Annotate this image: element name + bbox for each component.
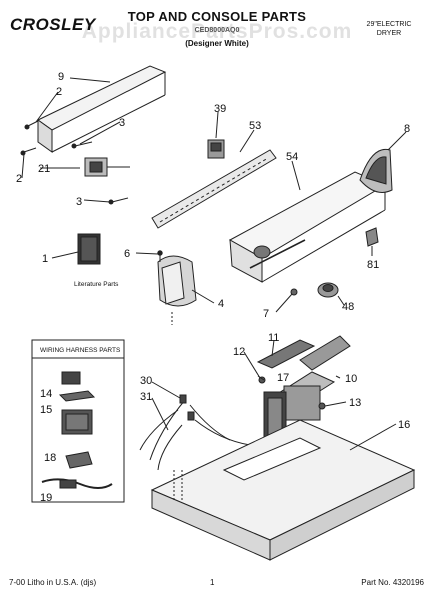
label-11: 11 bbox=[268, 332, 279, 344]
dryer-type-line1: 29"ELECTRIC bbox=[366, 21, 412, 28]
part-3-screw bbox=[108, 197, 129, 205]
part-11-door-panel bbox=[256, 339, 316, 369]
part-12-screw bbox=[258, 376, 266, 384]
label-6: 6 bbox=[124, 248, 130, 260]
part-16-top-panel bbox=[150, 419, 416, 561]
part-10-lint-housing bbox=[272, 335, 351, 421]
label-39: 39 bbox=[214, 103, 226, 115]
label-14: 14 bbox=[40, 388, 52, 400]
page-title: TOP AND CONSOLE PARTS bbox=[127, 9, 307, 24]
dryer-type-line2: DRYER bbox=[376, 30, 402, 37]
footer-page-number: 1 bbox=[210, 578, 215, 587]
dryer-type: 29"ELECTRIC DRYER bbox=[354, 20, 424, 38]
label-2b: 2 bbox=[16, 173, 22, 185]
part-48-knob bbox=[317, 282, 339, 298]
part-8-end-cap bbox=[359, 148, 393, 193]
label-15: 15 bbox=[40, 404, 52, 416]
part-3-screw bbox=[71, 141, 93, 149]
watermark: AppliancePartsPros.com bbox=[81, 20, 353, 43]
label-17: 17 bbox=[277, 372, 289, 384]
label-81: 81 bbox=[367, 259, 379, 271]
label-10: 10 bbox=[345, 373, 357, 385]
label-8: 8 bbox=[404, 123, 410, 135]
wiring-harness-box bbox=[31, 339, 125, 503]
part-7-screw bbox=[290, 288, 298, 296]
part-21-switch bbox=[84, 157, 130, 177]
label-54: 54 bbox=[286, 151, 298, 163]
label-19: 19 bbox=[40, 492, 52, 504]
label-3b: 3 bbox=[76, 196, 82, 208]
label-3a: 3 bbox=[119, 117, 125, 129]
label-21: 21 bbox=[38, 163, 50, 175]
label-13: 13 bbox=[349, 397, 361, 409]
label-16: 16 bbox=[398, 419, 410, 431]
brand-logo: CROSLEY bbox=[10, 15, 96, 34]
part-53-console-bracket bbox=[151, 149, 277, 229]
label-2a: 2 bbox=[56, 86, 62, 98]
part-81-knob bbox=[365, 227, 379, 247]
label-12: 12 bbox=[233, 346, 245, 358]
part-54-console bbox=[228, 171, 387, 283]
label-18: 18 bbox=[44, 452, 56, 464]
part-6-screw bbox=[157, 250, 163, 262]
part-39-clip bbox=[207, 139, 225, 159]
footer-part-number: Part No. 4320196 bbox=[361, 578, 424, 587]
label-30: 30 bbox=[140, 375, 152, 387]
callout-numbers: 9 2 3 2 21 3 39 53 54 8 81 48 7 4 6 1 Li… bbox=[16, 71, 410, 504]
wiring-box-title: WIRING HARNESS PARTS bbox=[40, 347, 121, 354]
part-13-screw bbox=[318, 402, 326, 410]
label-7: 7 bbox=[263, 308, 269, 320]
label-4: 4 bbox=[218, 298, 224, 310]
part-2-screw bbox=[20, 147, 37, 156]
part-2-screw bbox=[24, 120, 39, 130]
label-53: 53 bbox=[249, 120, 261, 132]
label-1: 1 bbox=[42, 253, 48, 265]
model-number: CED8000AQ0 bbox=[194, 27, 240, 34]
label-48: 48 bbox=[342, 301, 354, 313]
part-4-end-cap bbox=[157, 255, 197, 325]
color-variant: (Designer White) bbox=[185, 39, 249, 48]
label-31: 31 bbox=[140, 391, 152, 403]
literature-parts-label: Literature Parts bbox=[74, 281, 119, 288]
label-9: 9 bbox=[58, 71, 64, 83]
footer-litho: 7-00 Litho in U.S.A. (djs) bbox=[9, 578, 97, 587]
part-30-31-harness bbox=[139, 394, 251, 471]
part-1-literature bbox=[77, 233, 101, 265]
